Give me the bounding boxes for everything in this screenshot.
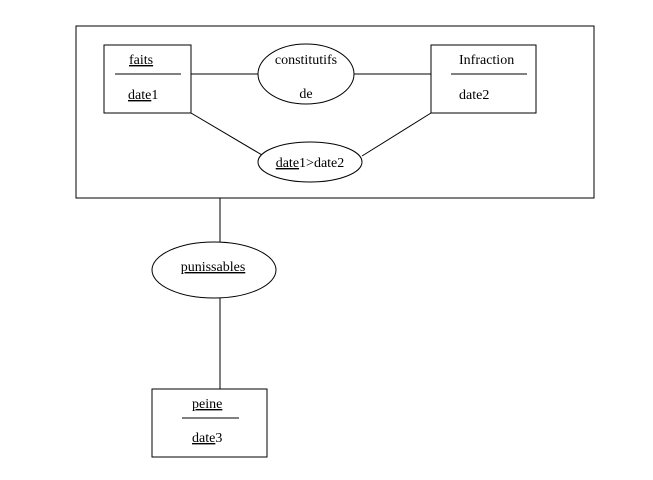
entity-faits-attribute: date1 [128, 88, 158, 103]
aggregation-frame [75, 25, 595, 199]
entity-peine-attribute: date3 [192, 431, 222, 446]
relation-condition-label: date1>date2 [276, 156, 345, 171]
entity-peine: peine date3 [151, 388, 268, 458]
relation-constitutifs-line2: de [299, 87, 312, 102]
entity-infraction: Infraction date2 [430, 44, 537, 114]
relation-punissables-label: punissables [181, 260, 246, 275]
entity-infraction-attribute: date2 [459, 88, 489, 103]
entity-faits: faits date1 [103, 44, 192, 114]
entity-infraction-name: Infraction [459, 53, 514, 68]
entity-faits-name: faits [129, 53, 153, 68]
entity-peine-name: peine [192, 397, 222, 412]
relation-condition: date1>date2 [257, 141, 363, 183]
link-infraction-condition [361, 112, 432, 157]
relation-constitutifs-line1: constitutifs [275, 53, 337, 68]
link-faits-condition [190, 112, 263, 156]
relation-constitutifs: constitutifs de [257, 43, 355, 105]
relation-punissables: punissables [151, 241, 277, 299]
